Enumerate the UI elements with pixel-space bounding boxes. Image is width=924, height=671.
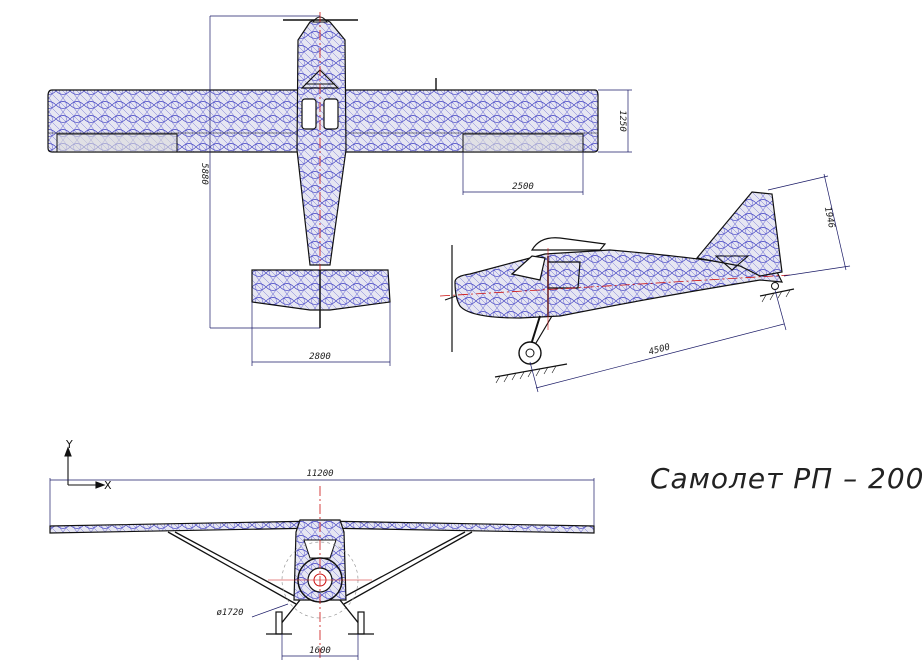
window-right bbox=[323, 98, 339, 130]
dim-prop-diameter: ø1720 bbox=[216, 608, 243, 618]
axis-y-label: Y bbox=[65, 438, 73, 451]
top-view: 1250 5880 2500 2800 bbox=[47, 12, 632, 366]
left-wheel-front bbox=[275, 611, 283, 635]
right-aileron bbox=[462, 133, 584, 153]
stabilizer-top bbox=[251, 269, 391, 311]
dim-track: 1600 bbox=[309, 646, 331, 656]
side-view: 1946 4500 bbox=[439, 173, 851, 393]
axis-indicator bbox=[64, 446, 106, 489]
main-wheel-side bbox=[518, 341, 542, 365]
window-left bbox=[301, 98, 317, 130]
front-view: Y X bbox=[49, 438, 595, 660]
left-aileron bbox=[56, 133, 178, 153]
aircraft-drawing: 1250 5880 2500 2800 bbox=[47, 12, 851, 660]
right-wheel-front bbox=[357, 611, 365, 635]
dim-wheelbase: 4500 bbox=[648, 342, 672, 357]
dim-stabilizer-span: 2800 bbox=[309, 352, 331, 362]
wing-side bbox=[530, 237, 607, 251]
dim-aileron-span: 2500 bbox=[512, 182, 534, 192]
drawing-title: Самолет РП – 200 bbox=[650, 462, 924, 495]
tail-fin-side bbox=[695, 191, 783, 277]
dim-tail-height: 1946 bbox=[822, 206, 836, 229]
dim-wing-chord: 1250 bbox=[617, 110, 627, 132]
dim-fuselage-length: 5880 bbox=[199, 163, 209, 185]
axis-x-label: X bbox=[104, 479, 112, 492]
dim-wingspan: 11200 bbox=[306, 469, 333, 479]
fuselage-top bbox=[296, 18, 347, 266]
